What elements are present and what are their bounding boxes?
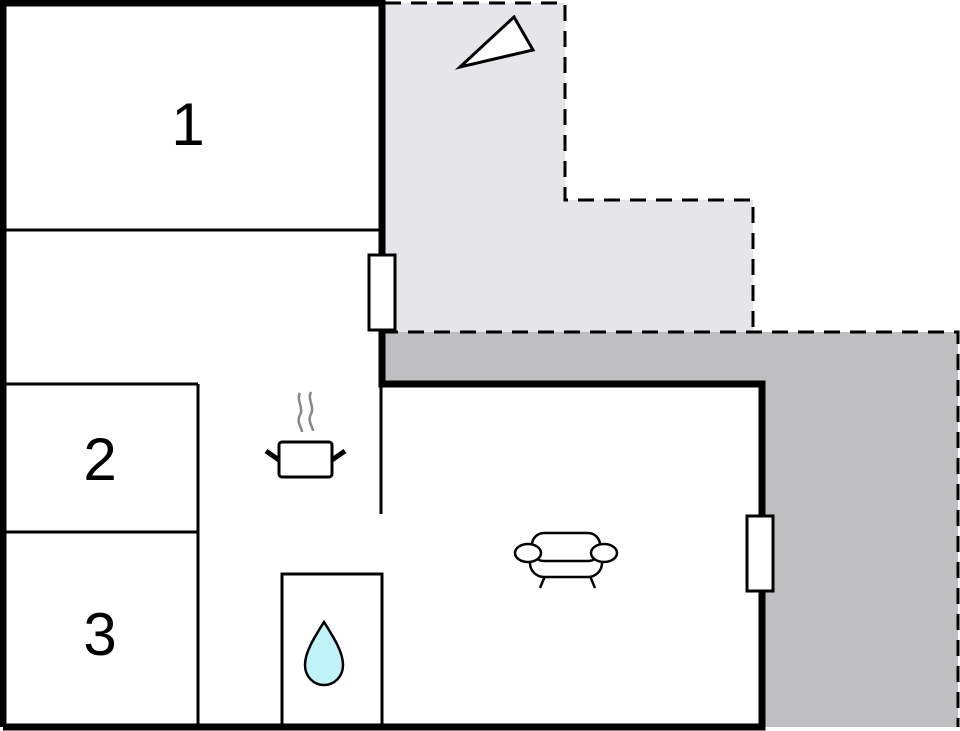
cooking-pot-icon — [264, 391, 347, 479]
room-1-label: 1 — [171, 91, 205, 158]
window-east — [745, 514, 775, 593]
sofa-icon — [513, 531, 619, 589]
terrace-boundary — [382, 1, 960, 727]
terrace-lower — [382, 332, 958, 727]
room-2-label: 2 — [83, 426, 117, 493]
terrace-upper — [382, 3, 753, 332]
water-drop-icon — [303, 619, 345, 687]
window-north — [367, 253, 397, 332]
compass-pointer-icon — [454, 14, 536, 70]
interior-walls — [3, 228, 384, 727]
room-3-label: 3 — [83, 601, 117, 668]
